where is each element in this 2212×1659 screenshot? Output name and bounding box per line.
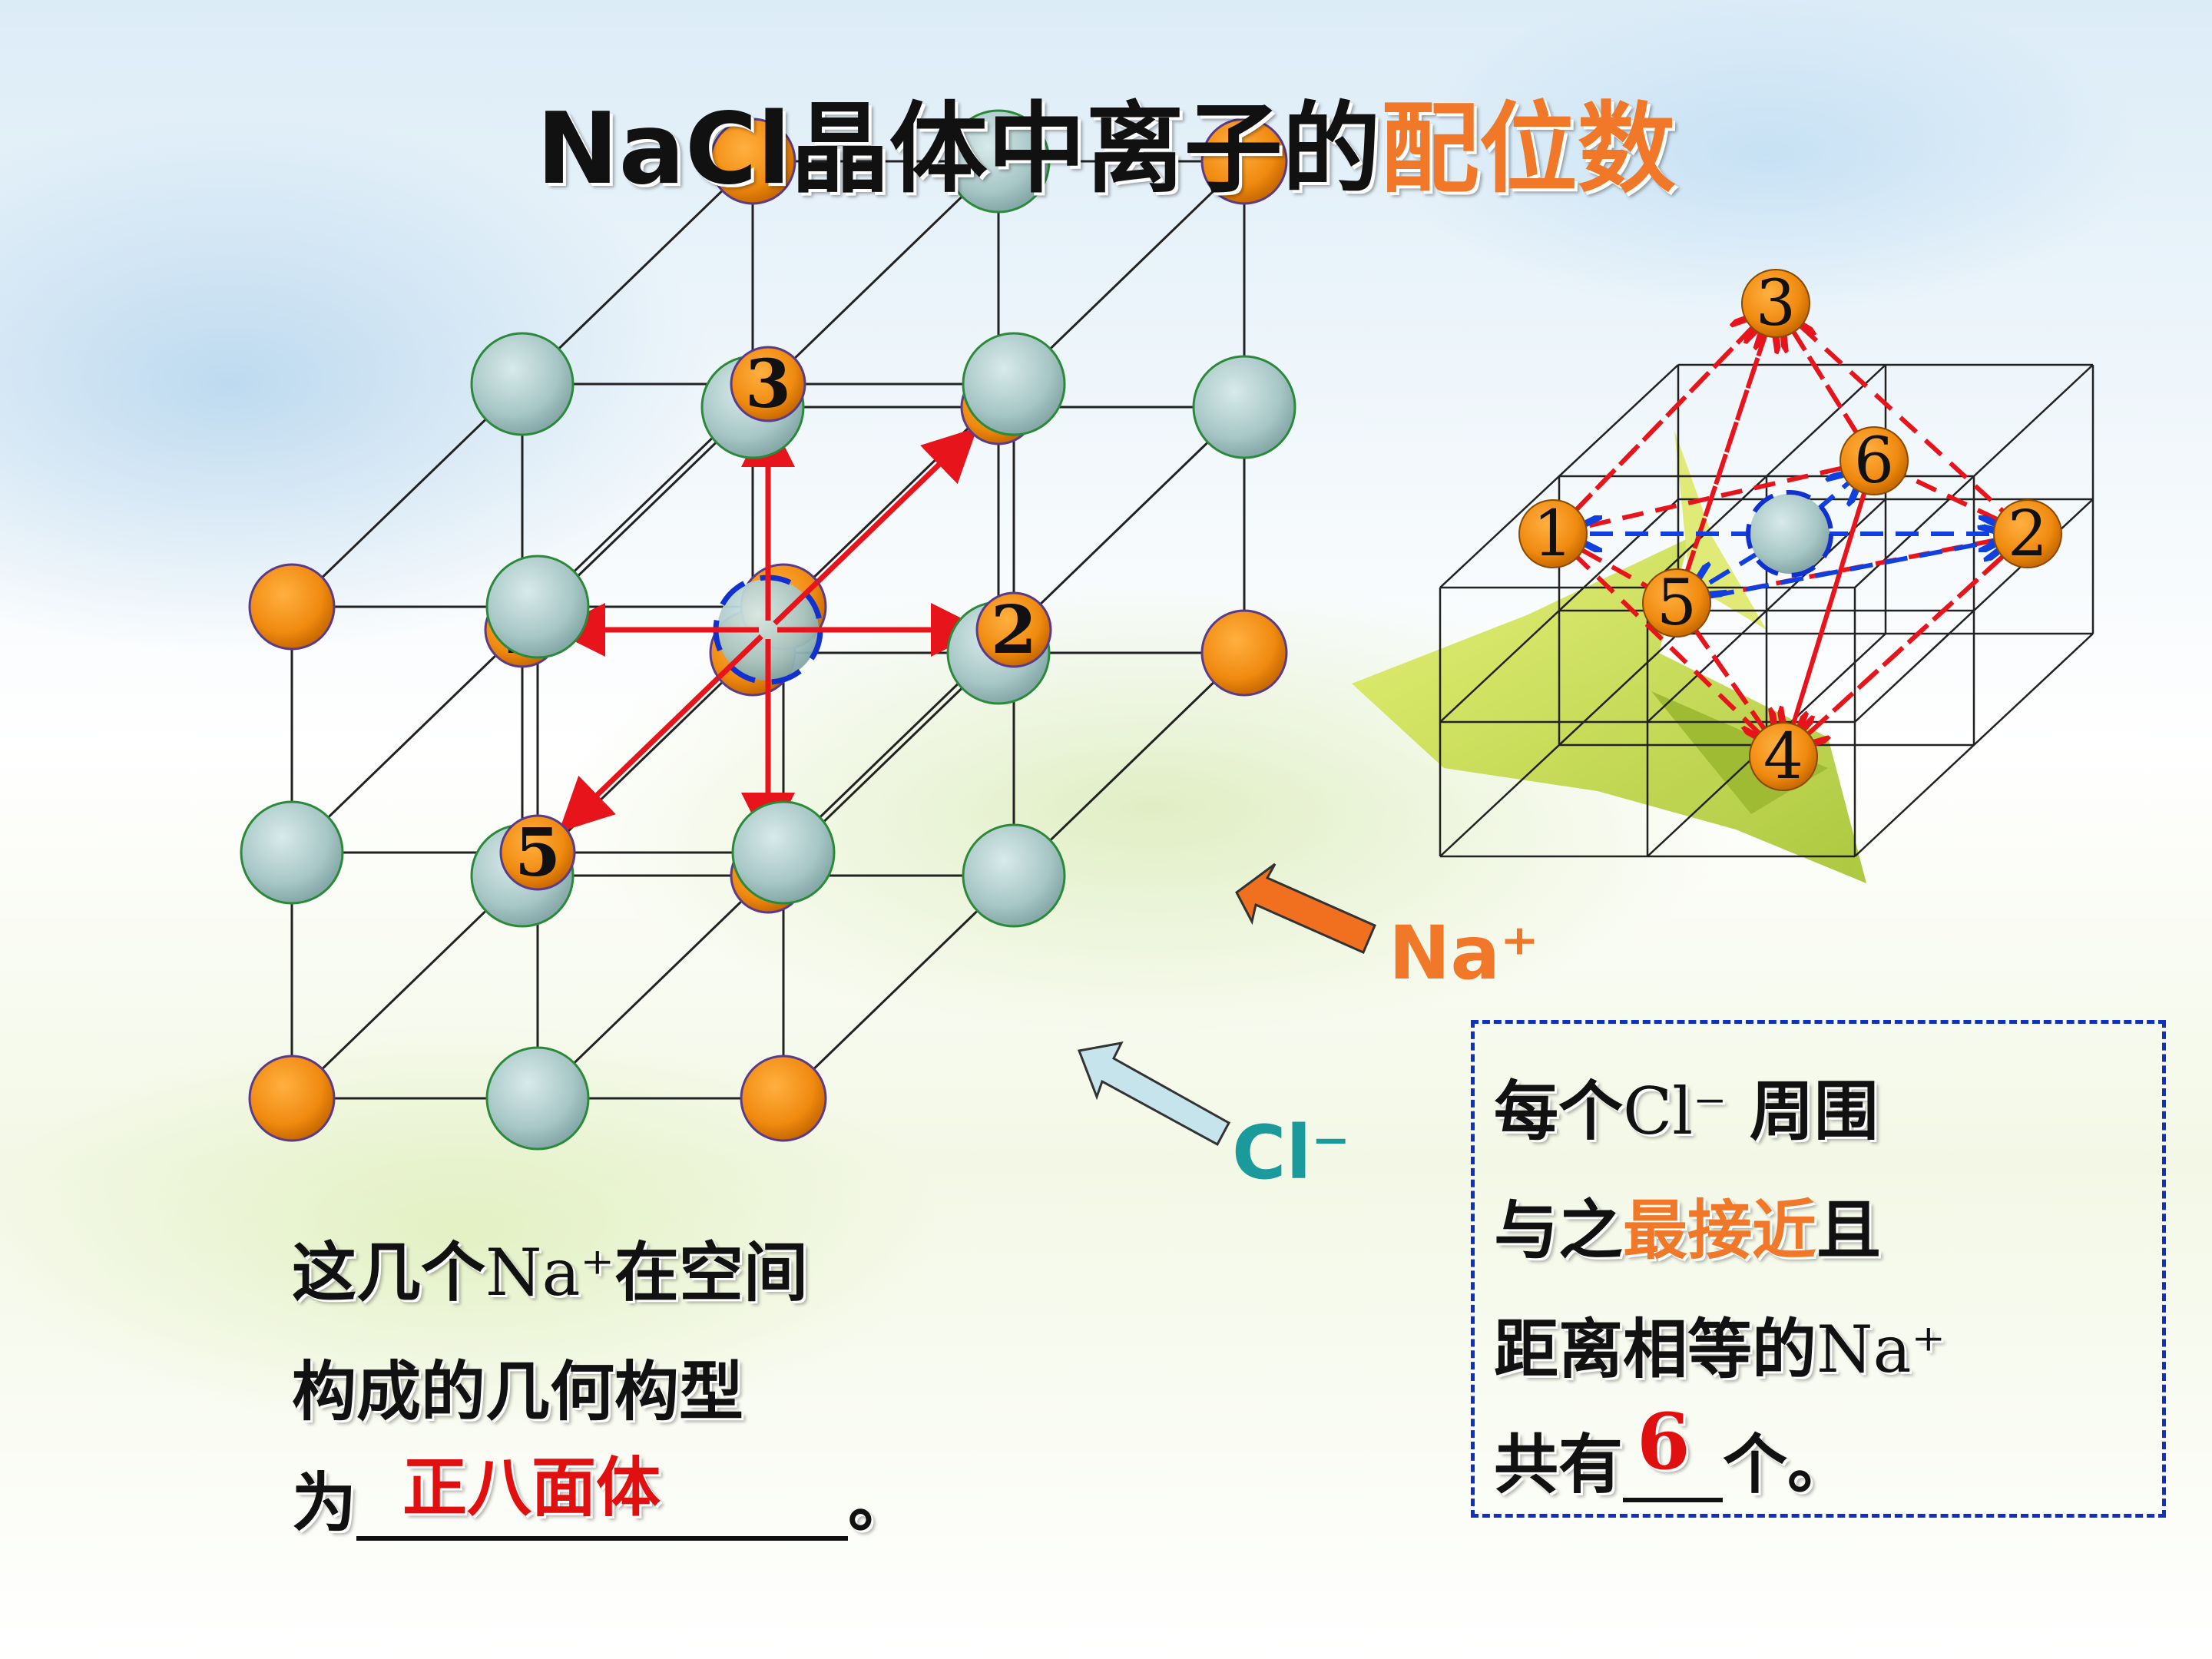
right-text-line1: 每个Cl⁻ 周围	[1494, 1074, 1879, 1149]
svg-text:5: 5	[1657, 567, 1697, 640]
answer-blank: 正八面体	[356, 1450, 849, 1541]
cl-ion	[946, 109, 1051, 214]
cl-label: Cl⁻	[1232, 1110, 1351, 1196]
na-ion-2: 2	[975, 591, 1052, 669]
cl-ion	[731, 800, 836, 905]
na-ion	[740, 1055, 827, 1142]
number-blank: 6	[1623, 1396, 1724, 1502]
right-na-ion-5: 5	[1642, 567, 1711, 640]
right-na-ion-6: 6	[1839, 425, 1909, 498]
na-ion-3: 3	[730, 346, 806, 423]
answer-octahedron: 正八面体	[402, 1450, 661, 1525]
right-text-line3: 距离相等的Na⁺	[1494, 1312, 1945, 1387]
cl-ion	[485, 555, 590, 659]
cl-ion	[962, 823, 1066, 928]
svg-text:5: 5	[515, 814, 561, 892]
svg-text:2: 2	[2008, 498, 2048, 571]
right-lattice-spheres: 1 2 3 4 5 6	[1518, 267, 2062, 793]
coordination-number-box	[1471, 1020, 2166, 1518]
cl-ion	[485, 1046, 590, 1151]
right-na-ion-1: 1	[1518, 498, 1588, 571]
cl-pointer-arrow	[1077, 1041, 1231, 1147]
cl-ion	[1192, 355, 1296, 459]
right-na-ion-3: 3	[1741, 267, 1810, 340]
svg-text:3: 3	[745, 346, 791, 423]
cl-ion	[470, 332, 575, 436]
left-text-line3: 为 正八面体。	[292, 1450, 912, 1545]
page-title: NaCl晶体中离子的配位数	[536, 92, 1676, 207]
cl-ion	[240, 800, 344, 905]
svg-text:4: 4	[1763, 720, 1803, 793]
right-na-ion-2: 2	[1993, 498, 2062, 571]
right-na-ion-4: 4	[1749, 720, 1818, 793]
na-ion	[1200, 118, 1288, 205]
na-label: Na⁺	[1389, 910, 1539, 996]
na-ion-5: 5	[499, 814, 576, 892]
na-pointer-arrow	[1235, 863, 1376, 954]
right-central-cl-ion	[1746, 490, 1833, 578]
svg-text:2: 2	[991, 591, 1037, 669]
left-lattice-spheres: 631245	[240, 109, 1296, 1151]
left-text-line1: 这几个Na⁺在空间	[292, 1235, 808, 1310]
right-text-line2: 与之最接近且	[1494, 1193, 1882, 1268]
na-ion	[248, 563, 336, 651]
svg-text:6: 6	[1854, 425, 1894, 498]
svg-text:3: 3	[1756, 267, 1796, 340]
left-text-line2: 构成的几何构型	[292, 1354, 744, 1429]
na-ion	[709, 118, 796, 205]
svg-text:1: 1	[1533, 498, 1573, 571]
na-ion	[1200, 609, 1288, 697]
na-ion	[248, 1055, 336, 1142]
cl-ion	[962, 332, 1066, 436]
answer-six: 6	[1637, 1396, 1690, 1487]
right-lattice-grid	[1439, 363, 2094, 858]
central-cl-ion	[699, 561, 837, 699]
